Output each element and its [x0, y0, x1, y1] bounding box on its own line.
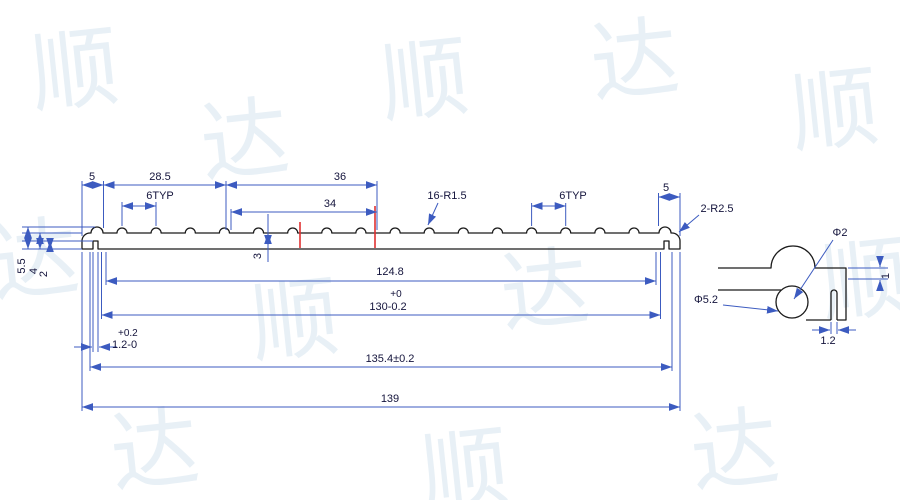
- dimension-lines: [24, 181, 700, 411]
- dimension-texts: 5 28.5 36 34 6TYP 16-R1.5 6TYP 5 2-R2.5 …: [16, 171, 734, 405]
- profile-outline: [81, 226, 681, 250]
- end-detail-view: Φ2 Φ5.2 1 1.2: [694, 227, 892, 347]
- dim-130-tol: +0: [390, 289, 402, 300]
- dim-3: 3: [252, 253, 264, 259]
- dim-5-left: 5: [89, 171, 95, 183]
- dim-34: 34: [324, 198, 336, 210]
- dim-5-5: 5.5: [16, 258, 28, 273]
- detail-dim-lines: [722, 239, 888, 334]
- dim-phi-5-2: Φ5.2: [694, 294, 718, 306]
- extension-lines: [22, 181, 681, 411]
- dim-124-8: 124.8: [376, 266, 404, 278]
- dim-1-2-tol: +0.2: [118, 328, 138, 339]
- detail-outline: [718, 245, 847, 321]
- dim-16-r1-5: 16-R1.5: [427, 190, 466, 202]
- dim-5-right: 5: [663, 182, 669, 194]
- dim-1: 1: [880, 273, 892, 279]
- dim-6typ-left: 6TYP: [146, 190, 174, 202]
- dim-phi-2: Φ2: [833, 227, 848, 239]
- dim-1-2-slot: 1.2-0: [112, 339, 137, 351]
- detail-screw-hole: [775, 285, 809, 319]
- dim-130: 130-0.2: [369, 301, 406, 313]
- dim-135-4: 135.4±0.2: [366, 353, 415, 365]
- dim-2-r2-5: 2-R2.5: [700, 203, 733, 215]
- dim-4: 4: [28, 268, 40, 274]
- dim-6typ-right: 6TYP: [559, 190, 587, 202]
- dim-28-5: 28.5: [149, 171, 170, 183]
- dim-2: 2: [38, 271, 50, 277]
- dim-1-2-detail: 1.2: [820, 335, 835, 347]
- dim-36: 36: [334, 171, 346, 183]
- dim-139: 139: [381, 393, 399, 405]
- detail-screw-slot: [830, 289, 838, 320]
